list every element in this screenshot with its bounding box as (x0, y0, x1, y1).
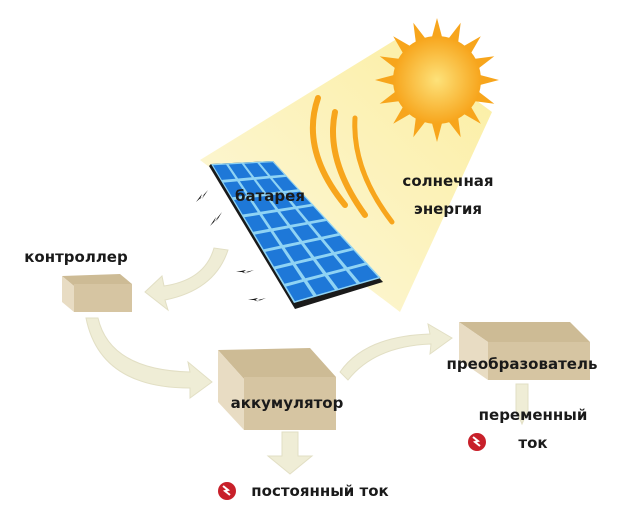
solar-cell (213, 164, 236, 180)
solar-cell (284, 244, 312, 262)
sun-ray (431, 18, 443, 39)
solar-cell (259, 162, 285, 176)
arrow-controller-to-accumulator (85, 317, 213, 399)
solar-cell (244, 163, 268, 178)
solar-cell (349, 265, 379, 283)
arrow-accumulator-to-inverter (339, 323, 453, 381)
solar-cell (316, 255, 344, 273)
solar-cell (272, 176, 298, 191)
lightning-icon (236, 270, 254, 274)
sun-ray (478, 74, 499, 86)
solar-cell (262, 212, 288, 229)
solar-cell (336, 250, 365, 268)
solar-cell (265, 248, 291, 267)
arrow-inverter-down (515, 383, 529, 426)
sun-ray (431, 121, 443, 142)
solar-cell (256, 178, 281, 194)
solar-cell (285, 191, 311, 207)
ac-label-line1: переменный (479, 406, 588, 424)
lightning-icon (248, 298, 266, 302)
sun-ray (375, 74, 396, 86)
solar-energy-label-line1: солнечная (402, 172, 493, 190)
solar-cell (251, 196, 276, 212)
solar-cell (292, 224, 319, 241)
sun-body (393, 36, 481, 124)
solar-cell (298, 206, 325, 222)
sun-icon (375, 18, 499, 142)
accumulator-label: аккумулятор (231, 394, 344, 412)
solar-cell (323, 235, 352, 252)
inverter-label: преобразователь (447, 355, 598, 373)
current-icon (218, 482, 236, 500)
current-icon (468, 433, 486, 451)
solar-cell (239, 179, 264, 196)
solar-cell (286, 281, 314, 302)
solar-cell (328, 270, 357, 289)
controller-box (62, 274, 132, 312)
battery-label: батарея (235, 187, 305, 205)
solar-cell (280, 209, 306, 225)
solar-energy-label-line2: энергия (414, 200, 482, 218)
solar-cell (228, 163, 252, 179)
arrow-panel-to-controller (144, 247, 229, 312)
dc-label: постоянный ток (251, 482, 388, 500)
solar-cell (310, 221, 338, 237)
solar-cell (268, 193, 294, 209)
solar-cell (223, 181, 247, 198)
solar-energy-waves (309, 95, 395, 225)
controller-label: контроллер (24, 248, 128, 266)
solar-cell (273, 228, 300, 245)
solar-cell (244, 214, 269, 232)
solar-cell (307, 276, 335, 295)
lightning-icon (196, 190, 208, 202)
inverter-box (459, 322, 590, 380)
solar-cell (234, 198, 258, 215)
ac-label-line2: ток (518, 434, 547, 452)
arrow-accumulator-down (266, 431, 314, 475)
solar-cell (275, 265, 302, 284)
accumulator-box (218, 348, 336, 430)
lightning-icon (210, 212, 222, 226)
solar-cell (304, 239, 332, 257)
flow-arrows (85, 247, 529, 475)
solar-panel (209, 161, 383, 309)
solar-cell (254, 231, 280, 250)
solar-cell (295, 260, 323, 279)
lightning-icons (196, 190, 266, 302)
